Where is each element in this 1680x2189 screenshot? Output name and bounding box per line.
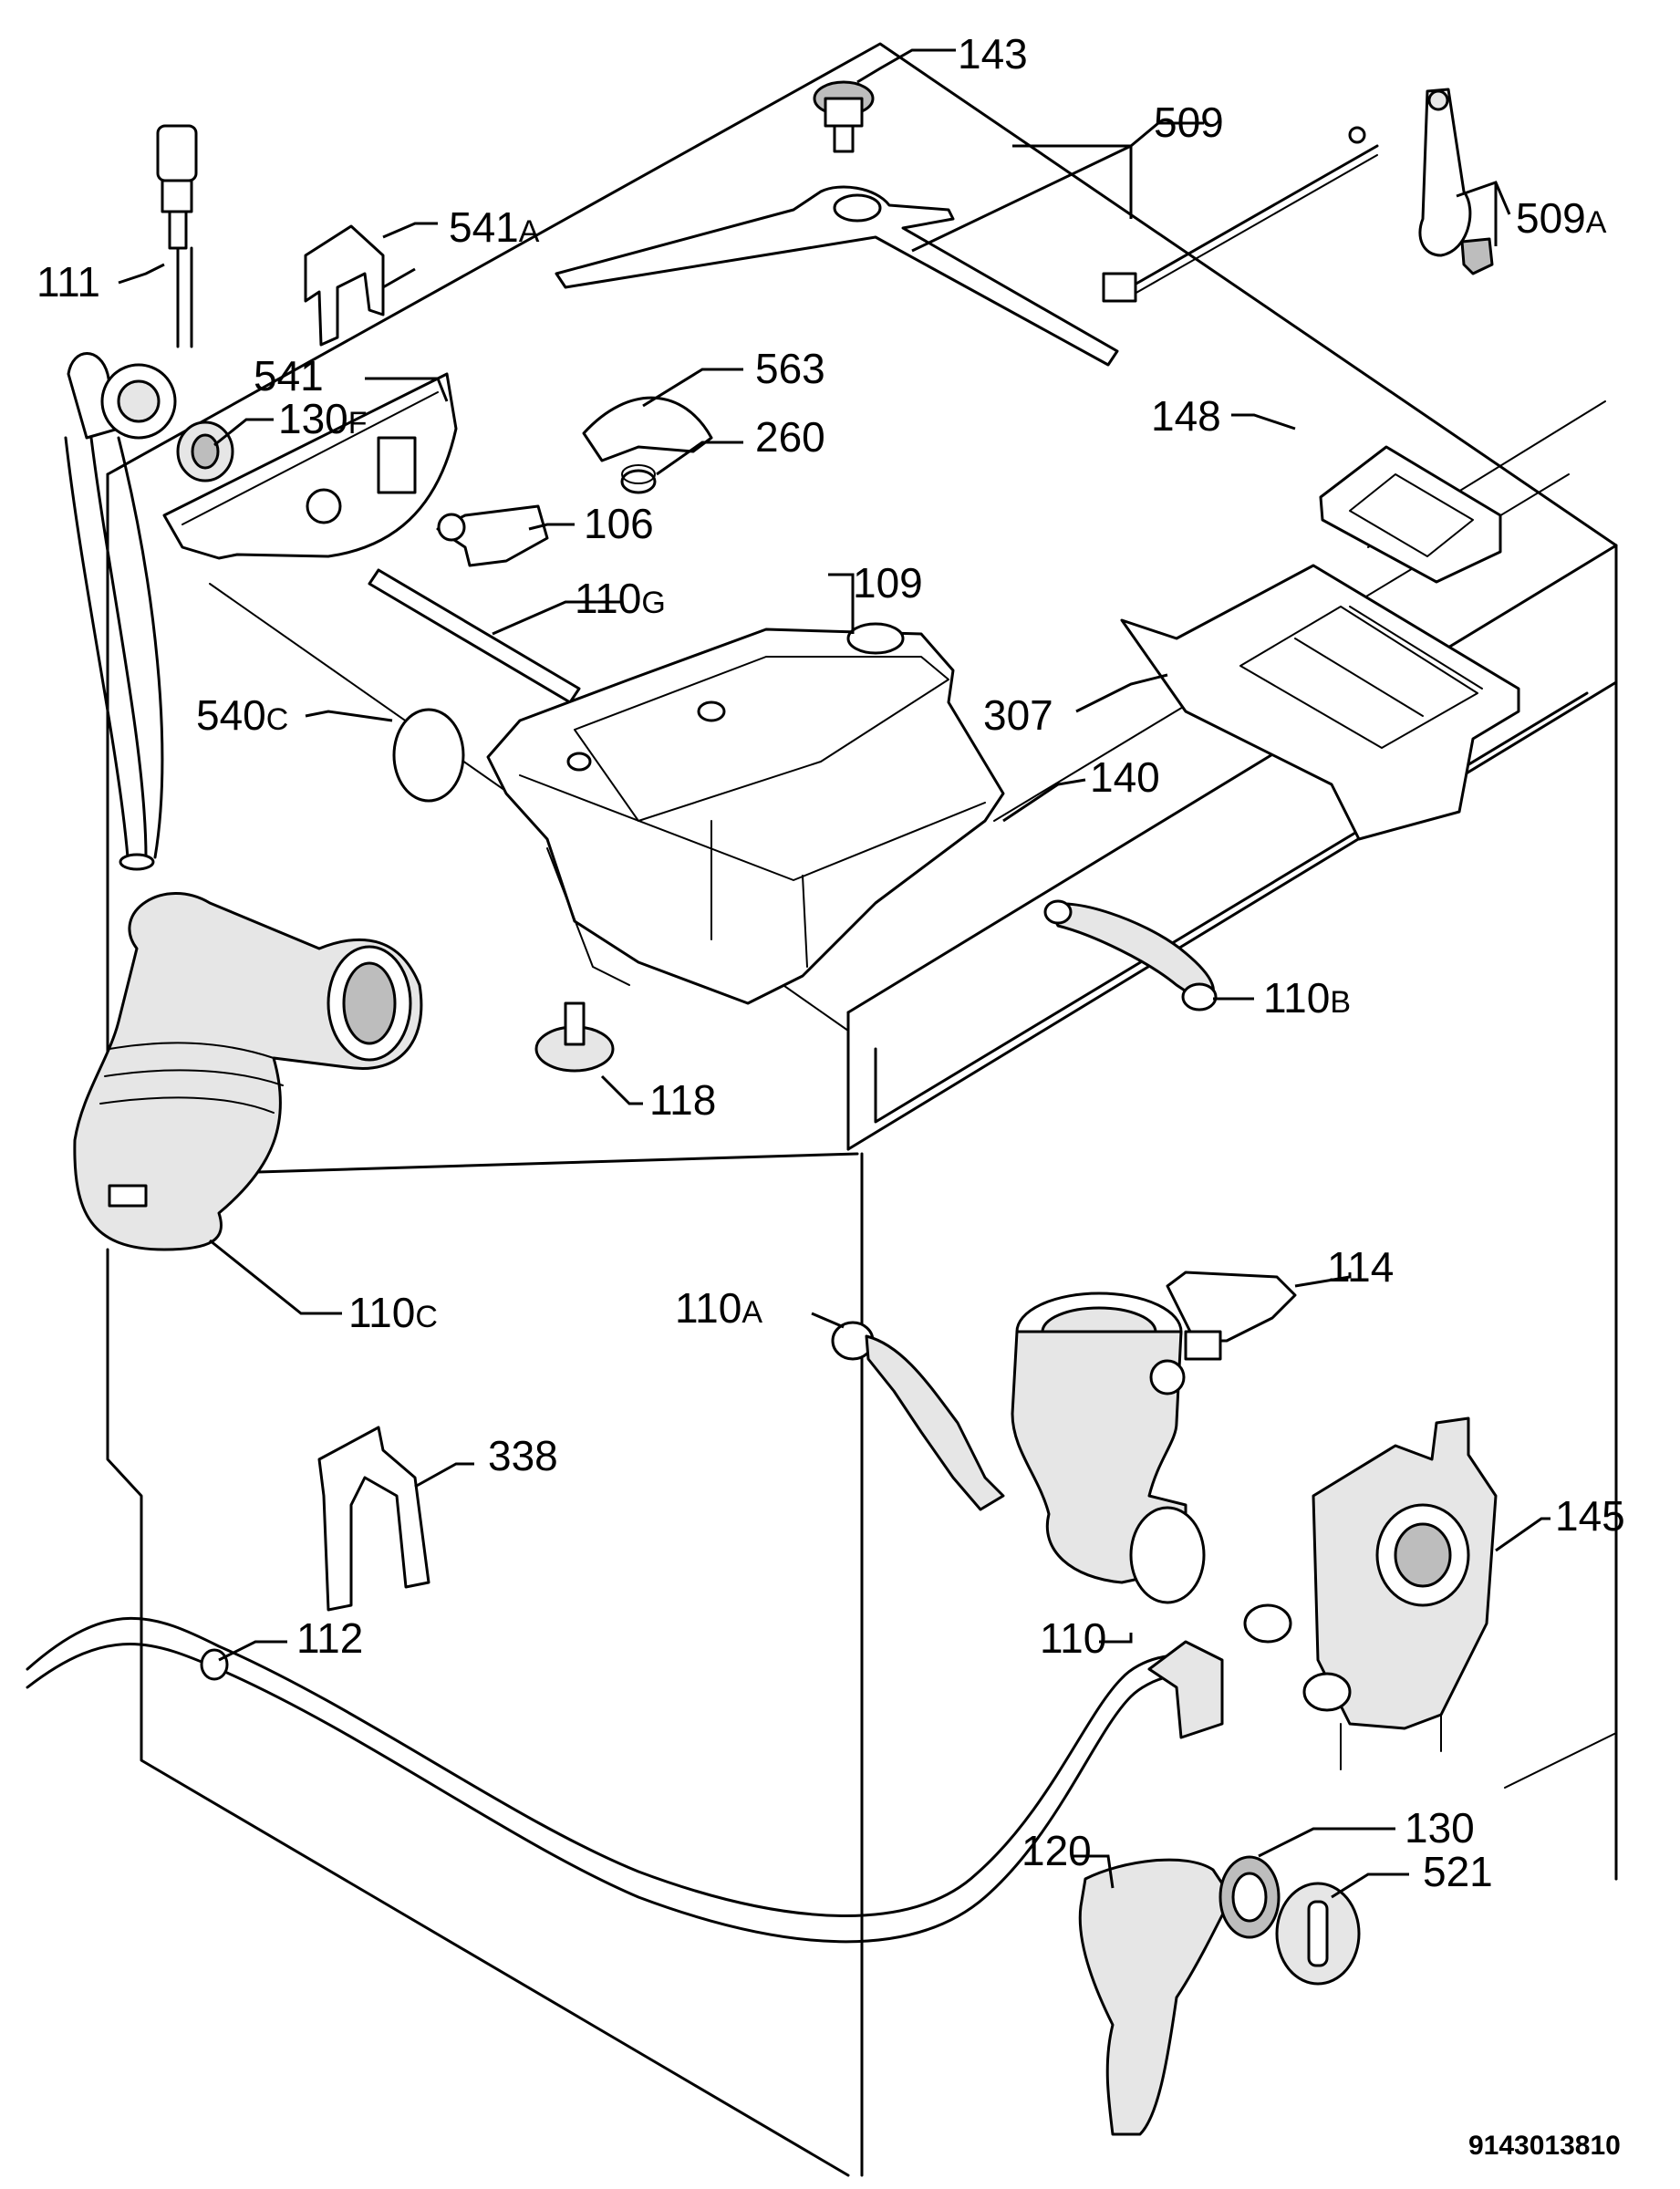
callout-541a: 541A — [449, 203, 540, 251]
lever-509 — [555, 185, 1119, 367]
callout-130: 130 — [1405, 1804, 1475, 1852]
callout-110: 110 — [1040, 1614, 1106, 1662]
hose-110a — [831, 1321, 1005, 1511]
cabinet-frame — [106, 42, 1618, 2177]
bracket-541 — [162, 372, 458, 560]
callout-111: 111 — [36, 258, 100, 306]
callout-130f: 130F — [278, 395, 368, 442]
drawer-307 — [1120, 564, 1520, 841]
callout-509: 509 — [1154, 99, 1224, 146]
callout-509a: 509A — [1516, 194, 1607, 242]
pump-housing-145 — [1243, 1416, 1498, 1770]
drain-hose-112 — [26, 1616, 1224, 1944]
grate-148 — [1319, 445, 1502, 584]
callout-307: 307 — [983, 691, 1053, 739]
bellows-hose-110c — [73, 892, 423, 1251]
filter-120 — [1078, 1858, 1233, 2136]
rod-509 — [1102, 126, 1379, 303]
ring-540c — [392, 708, 465, 803]
callout-148: 148 — [1151, 392, 1221, 440]
callout-118: 118 — [649, 1076, 716, 1124]
callout-521: 521 — [1423, 1848, 1493, 1895]
nut-130f — [176, 420, 234, 482]
knob-143 — [813, 80, 875, 153]
callout-140: 140 — [1090, 753, 1160, 801]
cover-563 — [582, 396, 713, 462]
sump-hose-110 — [1011, 1292, 1206, 1604]
spring-260 — [620, 464, 657, 494]
callout-110a: 110A — [675, 1284, 762, 1332]
callout-338: 338 — [488, 1432, 558, 1479]
lever-509a — [1418, 88, 1494, 275]
callout-541: 541 — [254, 352, 324, 399]
cap-521 — [1275, 1882, 1361, 1986]
filter-118 — [534, 1001, 615, 1073]
callout-110g: 110G — [575, 575, 666, 622]
callout-109: 109 — [853, 559, 923, 607]
clip-541a — [304, 224, 385, 347]
leader-lines — [118, 48, 1550, 1899]
callout-563: 563 — [755, 345, 825, 392]
drawing-number: 9143013810 — [1468, 2131, 1621, 2161]
seal-130 — [1219, 1855, 1281, 1939]
callout-106: 106 — [584, 500, 654, 547]
callout-120: 120 — [1021, 1827, 1092, 1874]
inlet-hose-assembly — [64, 124, 198, 871]
callout-labels: 143 509 509A 541A 111 563 541 130F 260 1… — [36, 30, 1625, 1895]
dispenser-housing-109 — [486, 622, 1005, 1005]
hose-110b — [1043, 899, 1218, 1012]
clamp-338 — [317, 1426, 430, 1612]
callout-260: 260 — [755, 413, 825, 461]
callout-540c: 540C — [196, 691, 288, 739]
callout-143: 143 — [958, 30, 1028, 78]
callout-114: 114 — [1327, 1243, 1394, 1291]
valve-106 — [436, 504, 549, 567]
sensor-114 — [1166, 1271, 1297, 1361]
callout-145: 145 — [1555, 1492, 1625, 1540]
callout-110b: 110B — [1263, 974, 1351, 1022]
rod-110g — [368, 568, 581, 704]
callout-112: 112 — [296, 1614, 363, 1662]
callout-110c: 110C — [348, 1289, 438, 1336]
